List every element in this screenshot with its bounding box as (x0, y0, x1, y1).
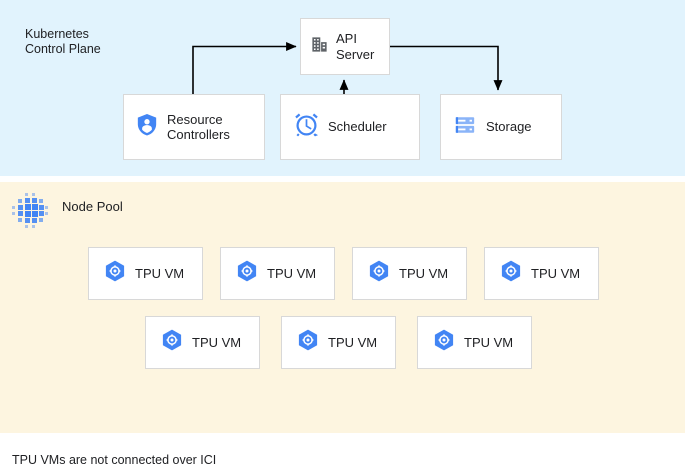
tpu-vm-node[interactable]: TPU VM (417, 316, 532, 369)
tpu-hexagon-icon (369, 260, 389, 287)
resource-controllers-node[interactable]: Resource Controllers (123, 94, 265, 160)
tpu-hexagon-icon (105, 260, 125, 287)
tpu-vm-node[interactable]: TPU VM (145, 316, 260, 369)
resource-controllers-label: Resource Controllers (167, 111, 230, 143)
node-pool-title: Node Pool (62, 199, 123, 214)
tpu-vm-label: TPU VM (267, 265, 317, 281)
node-pool-panel (0, 182, 685, 433)
tpu-vm-node[interactable]: TPU VM (281, 316, 396, 369)
tpu-hexagon-icon (501, 260, 521, 287)
api-server-node[interactable]: API Server (300, 18, 390, 75)
api-server-label: API Server (336, 31, 375, 62)
scheduler-node[interactable]: Scheduler (280, 94, 420, 160)
storage-node[interactable]: Storage (440, 94, 562, 160)
building-icon (310, 35, 329, 59)
tpu-vm-node[interactable]: TPU VM (484, 247, 599, 300)
scheduler-label: Scheduler (328, 119, 387, 135)
control-plane-title: Kubernetes Control Plane (25, 27, 101, 56)
tpu-hexagon-icon (298, 329, 318, 356)
tpu-vm-label: TPU VM (192, 334, 242, 350)
tpu-hexagon-icon (237, 260, 257, 287)
server-rack-icon (454, 114, 476, 141)
tpu-vm-label: TPU VM (135, 265, 185, 281)
tpu-vm-label: TPU VM (531, 265, 581, 281)
tpu-vm-node[interactable]: TPU VM (88, 247, 203, 300)
tpu-hexagon-icon (434, 329, 454, 356)
storage-label: Storage (486, 119, 532, 135)
tpu-vm-label: TPU VM (464, 334, 514, 350)
tpu-vm-node[interactable]: TPU VM (352, 247, 467, 300)
tpu-vm-label: TPU VM (328, 334, 378, 350)
diagram-caption: TPU VMs are not connected over ICI (12, 453, 217, 467)
shield-person-icon (136, 113, 158, 142)
node-pool-dots-icon (11, 191, 49, 234)
tpu-hexagon-icon (162, 329, 182, 356)
tpu-vm-node[interactable]: TPU VM (220, 247, 335, 300)
alarm-clock-icon (294, 112, 319, 142)
tpu-vm-label: TPU VM (399, 265, 449, 281)
